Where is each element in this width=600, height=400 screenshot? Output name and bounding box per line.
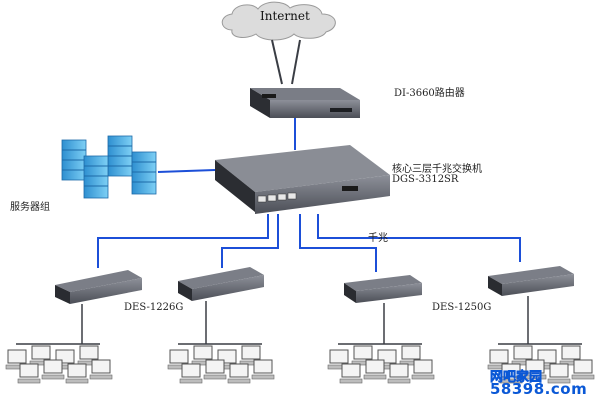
computer-icon [203, 359, 227, 380]
des1250-label: DES-1250G [432, 302, 492, 313]
core-switch-label-name-line: DGS-3312SR [392, 174, 459, 185]
access-switch-icon [55, 270, 142, 304]
computer-icon [387, 363, 411, 384]
workstation-links [81, 296, 529, 344]
server-icon [83, 155, 109, 199]
computer-icon [571, 359, 595, 380]
server-group-icon [61, 135, 157, 199]
computer-icon [399, 345, 423, 366]
computer-icon [65, 363, 89, 384]
computer-icon [327, 349, 351, 370]
computer-icon [547, 363, 571, 384]
computer-icon [523, 359, 547, 380]
computer-icon [239, 345, 263, 366]
server-icon [61, 139, 87, 181]
computer-icon [363, 359, 387, 380]
internet-label: Internet [260, 9, 310, 23]
computer-icon [41, 359, 65, 380]
access-switch-icon [178, 267, 264, 301]
des1226-label: DES-1226G [124, 302, 184, 313]
gigabit-label: 千兆 [368, 233, 388, 244]
server-group-label: 服务器组 [10, 202, 50, 213]
access-switch-icon [344, 275, 422, 303]
core-switch-icon [215, 145, 390, 214]
computer-icon [251, 359, 275, 380]
computer-icon [89, 359, 113, 380]
computer-icon [411, 359, 435, 380]
workstation-group-icon [167, 343, 275, 384]
workstation-groups [5, 343, 595, 384]
computer-icon [227, 363, 251, 384]
access-switch-icon [488, 266, 574, 296]
computer-icon [339, 363, 363, 384]
internet-cloud-icon [221, 1, 336, 41]
server-icon [131, 151, 157, 195]
server-icon [107, 135, 133, 177]
computer-icon [17, 363, 41, 384]
computer-icon [167, 349, 191, 370]
computer-icon [351, 345, 375, 366]
router-icon [250, 88, 360, 118]
core-access-links [97, 214, 521, 272]
internet-uplink [271, 39, 301, 85]
workstation-group-icon [487, 343, 595, 384]
computer-icon [499, 363, 523, 384]
workstation-group-icon [327, 343, 435, 384]
workstation-group-icon [5, 343, 113, 384]
server-core-link [157, 169, 216, 173]
watermark-site-url: 58398.com [490, 380, 588, 398]
router-label: DI-3660路由器 [394, 88, 465, 99]
computer-icon [77, 345, 101, 366]
computer-icon [179, 363, 203, 384]
computer-icon [29, 345, 53, 366]
computer-icon [5, 349, 29, 370]
watermark-site-name: 网吧家园 [490, 370, 543, 386]
core-switch-label-model-line: 核心三层千兆交换机 [392, 164, 482, 175]
